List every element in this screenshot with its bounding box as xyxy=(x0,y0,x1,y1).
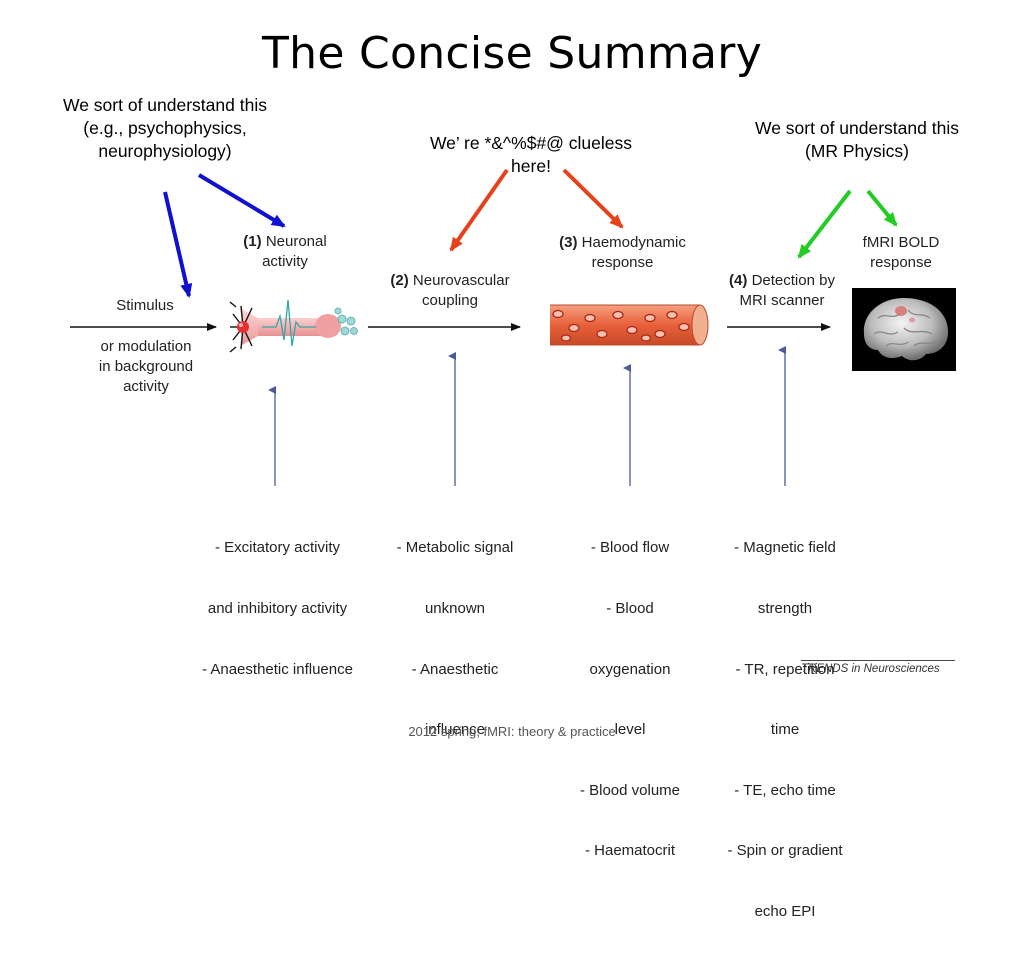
factor-item: influence xyxy=(424,721,486,739)
stage-subtitle: response xyxy=(591,254,654,271)
understood-arrow xyxy=(163,191,193,298)
factor-item: - Metabolic signal xyxy=(396,539,514,557)
stage-title: Neuronal xyxy=(265,233,327,250)
factor-item: - Haematocrit xyxy=(584,842,676,860)
annotation-line: We sort of understand this xyxy=(755,118,959,138)
slide-title: The Concise Summary xyxy=(261,28,763,79)
factor-item: strength xyxy=(757,600,813,618)
blood-vessel-illustration xyxy=(550,304,709,346)
annotation-line: here! xyxy=(511,156,551,176)
annotation-line: We sort of understand this xyxy=(63,95,267,115)
source-credit: TRENDS in Neurosciences xyxy=(801,663,940,675)
factor-item: time xyxy=(770,721,800,739)
stage-subtitle: coupling xyxy=(422,292,478,309)
stage-neuronal-label: (1) Neuronal activity xyxy=(220,232,350,272)
factor-item: - Excitatory activity xyxy=(214,539,341,557)
clueless-arrow xyxy=(562,168,624,229)
factor-item: echo EPI xyxy=(754,903,816,921)
stage-number: (2) xyxy=(390,272,409,289)
stage-detection-label: (4) Detection by MRI scanner xyxy=(712,271,852,311)
modulation-line: activity xyxy=(123,378,169,395)
factors-neuronal: - Excitatory activity and inhibitory act… xyxy=(180,498,375,720)
annotation-line: neurophysiology) xyxy=(98,141,232,161)
stage-subtitle: activity xyxy=(262,253,308,270)
annotation-understood-mr: We sort of understand this (MR Physics) xyxy=(722,117,992,163)
factor-item: - Blood xyxy=(606,600,654,618)
factor-item: - Blood flow xyxy=(590,539,670,557)
stimulus-label: Stimulus xyxy=(116,297,174,314)
factor-item: - Magnetic field xyxy=(734,539,836,557)
stage-coupling-label: (2) Neurovascular coupling xyxy=(370,271,530,311)
stage-number: (3) xyxy=(559,234,578,251)
stage-title: Detection by xyxy=(751,272,835,289)
modulation-line: or modulation xyxy=(100,338,192,355)
factor-item: - Anaesthetic xyxy=(411,660,499,678)
stage-title: Neurovascular xyxy=(412,272,510,289)
slide-footer: 2012 spring, fMRI: theory & practice xyxy=(408,724,616,739)
modulation-line: in background xyxy=(98,358,194,375)
neuron-illustration xyxy=(229,299,358,353)
slide: The Concise Summary We sort of understan… xyxy=(30,28,992,920)
factor-item: - Spin or gradient xyxy=(727,842,843,860)
factor-item: level xyxy=(614,721,646,739)
stage-number: (1) xyxy=(243,233,262,250)
understood-arrow xyxy=(197,173,286,228)
stage-haemodynamic-label: (3) Haemodynamic response xyxy=(540,233,705,273)
factor-item: oxygenation xyxy=(589,660,671,678)
clueless-arrow xyxy=(449,168,509,252)
brain-image xyxy=(852,288,956,371)
factor-item: - Blood volume xyxy=(579,781,681,799)
factor-item: - TR, repetition xyxy=(735,660,835,678)
annotation-understood-neuro: We sort of understand this (e.g., psycho… xyxy=(30,94,300,163)
annotation-line: (MR Physics) xyxy=(804,141,910,161)
diagram-graphics xyxy=(70,168,898,486)
factor-item: - TE, echo time xyxy=(734,781,836,799)
bold-line: fMRI BOLD xyxy=(862,234,940,251)
bold-line: response xyxy=(870,254,932,271)
stage-title: Haemodynamic xyxy=(581,234,686,251)
mr-physics-arrow xyxy=(866,189,898,227)
stage-number: (4) xyxy=(729,272,748,289)
annotation-line: (e.g., psychophysics, xyxy=(83,118,247,138)
annotation-clueless: We’ re *&^%$#@ clueless here! xyxy=(396,132,666,178)
annotation-line: We’ re *&^%$#@ clueless xyxy=(429,133,633,153)
stage-subtitle: MRI scanner xyxy=(739,292,825,309)
factor-item: - Anaesthetic influence xyxy=(202,660,353,678)
mr-physics-arrow xyxy=(797,189,852,259)
factor-item: unknown xyxy=(424,600,486,618)
bold-response-label: fMRI BOLD response xyxy=(840,233,962,273)
factors-coupling: - Metabolic signal unknown - Anaesthetic… xyxy=(380,498,530,781)
modulation-label: or modulation in background activity xyxy=(76,337,216,397)
credit-rule xyxy=(801,660,955,661)
factor-item: and inhibitory activity xyxy=(207,600,348,618)
